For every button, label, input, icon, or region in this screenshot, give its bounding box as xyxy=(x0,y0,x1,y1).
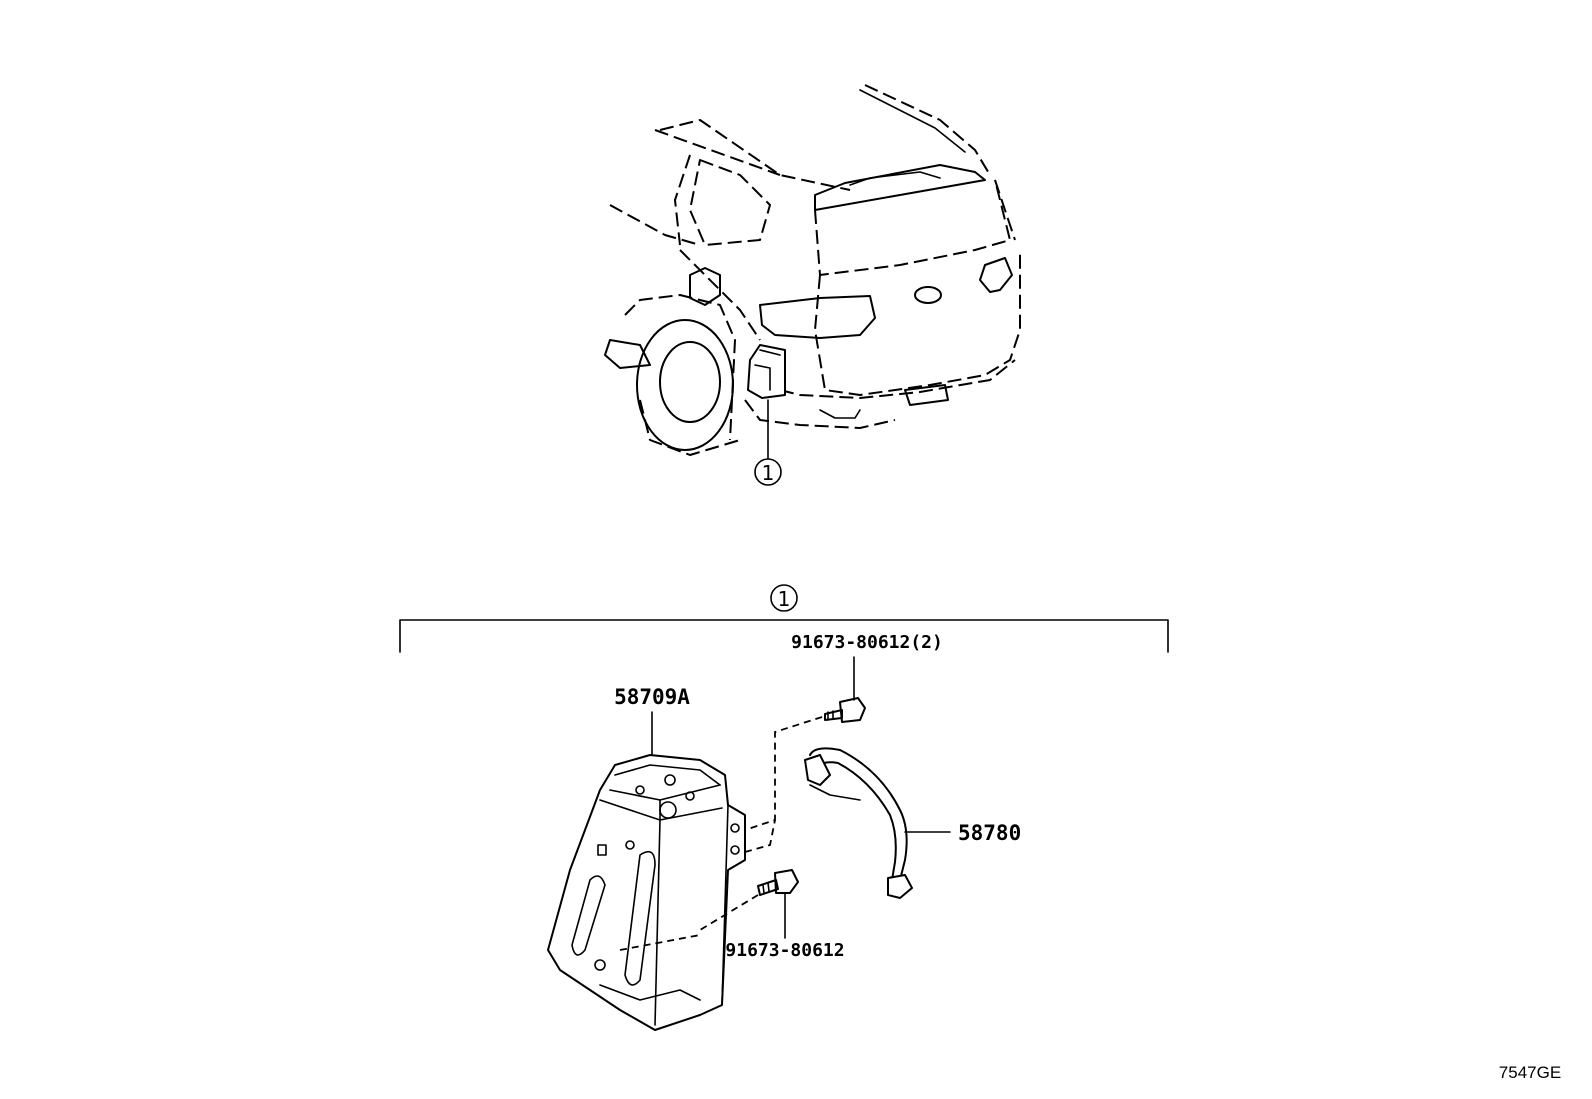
assembly-bracket-line: 1 xyxy=(399,584,1169,653)
vehicle-rear-view: 1 xyxy=(604,84,1021,486)
part-number-91673-80612: 91673-80612 xyxy=(725,940,844,961)
callout-1-bottom: 1 xyxy=(778,587,791,611)
figure-code: 7547GE xyxy=(1499,1063,1561,1082)
part-58780-wire: 58780 xyxy=(804,747,1021,899)
bolt-lower: 91673-80612 xyxy=(725,869,845,961)
part-number-58709A: 58709A xyxy=(614,685,690,709)
bolt-upper: 91673-80612(2) xyxy=(791,632,943,723)
part-number-58780: 58780 xyxy=(958,821,1021,845)
part-58709A-bracket: 58709A xyxy=(547,685,746,1031)
part-number-91673-80612-2: 91673-80612(2) xyxy=(791,632,943,653)
installation-lines xyxy=(699,716,823,931)
callout-1-top: 1 xyxy=(762,461,775,485)
